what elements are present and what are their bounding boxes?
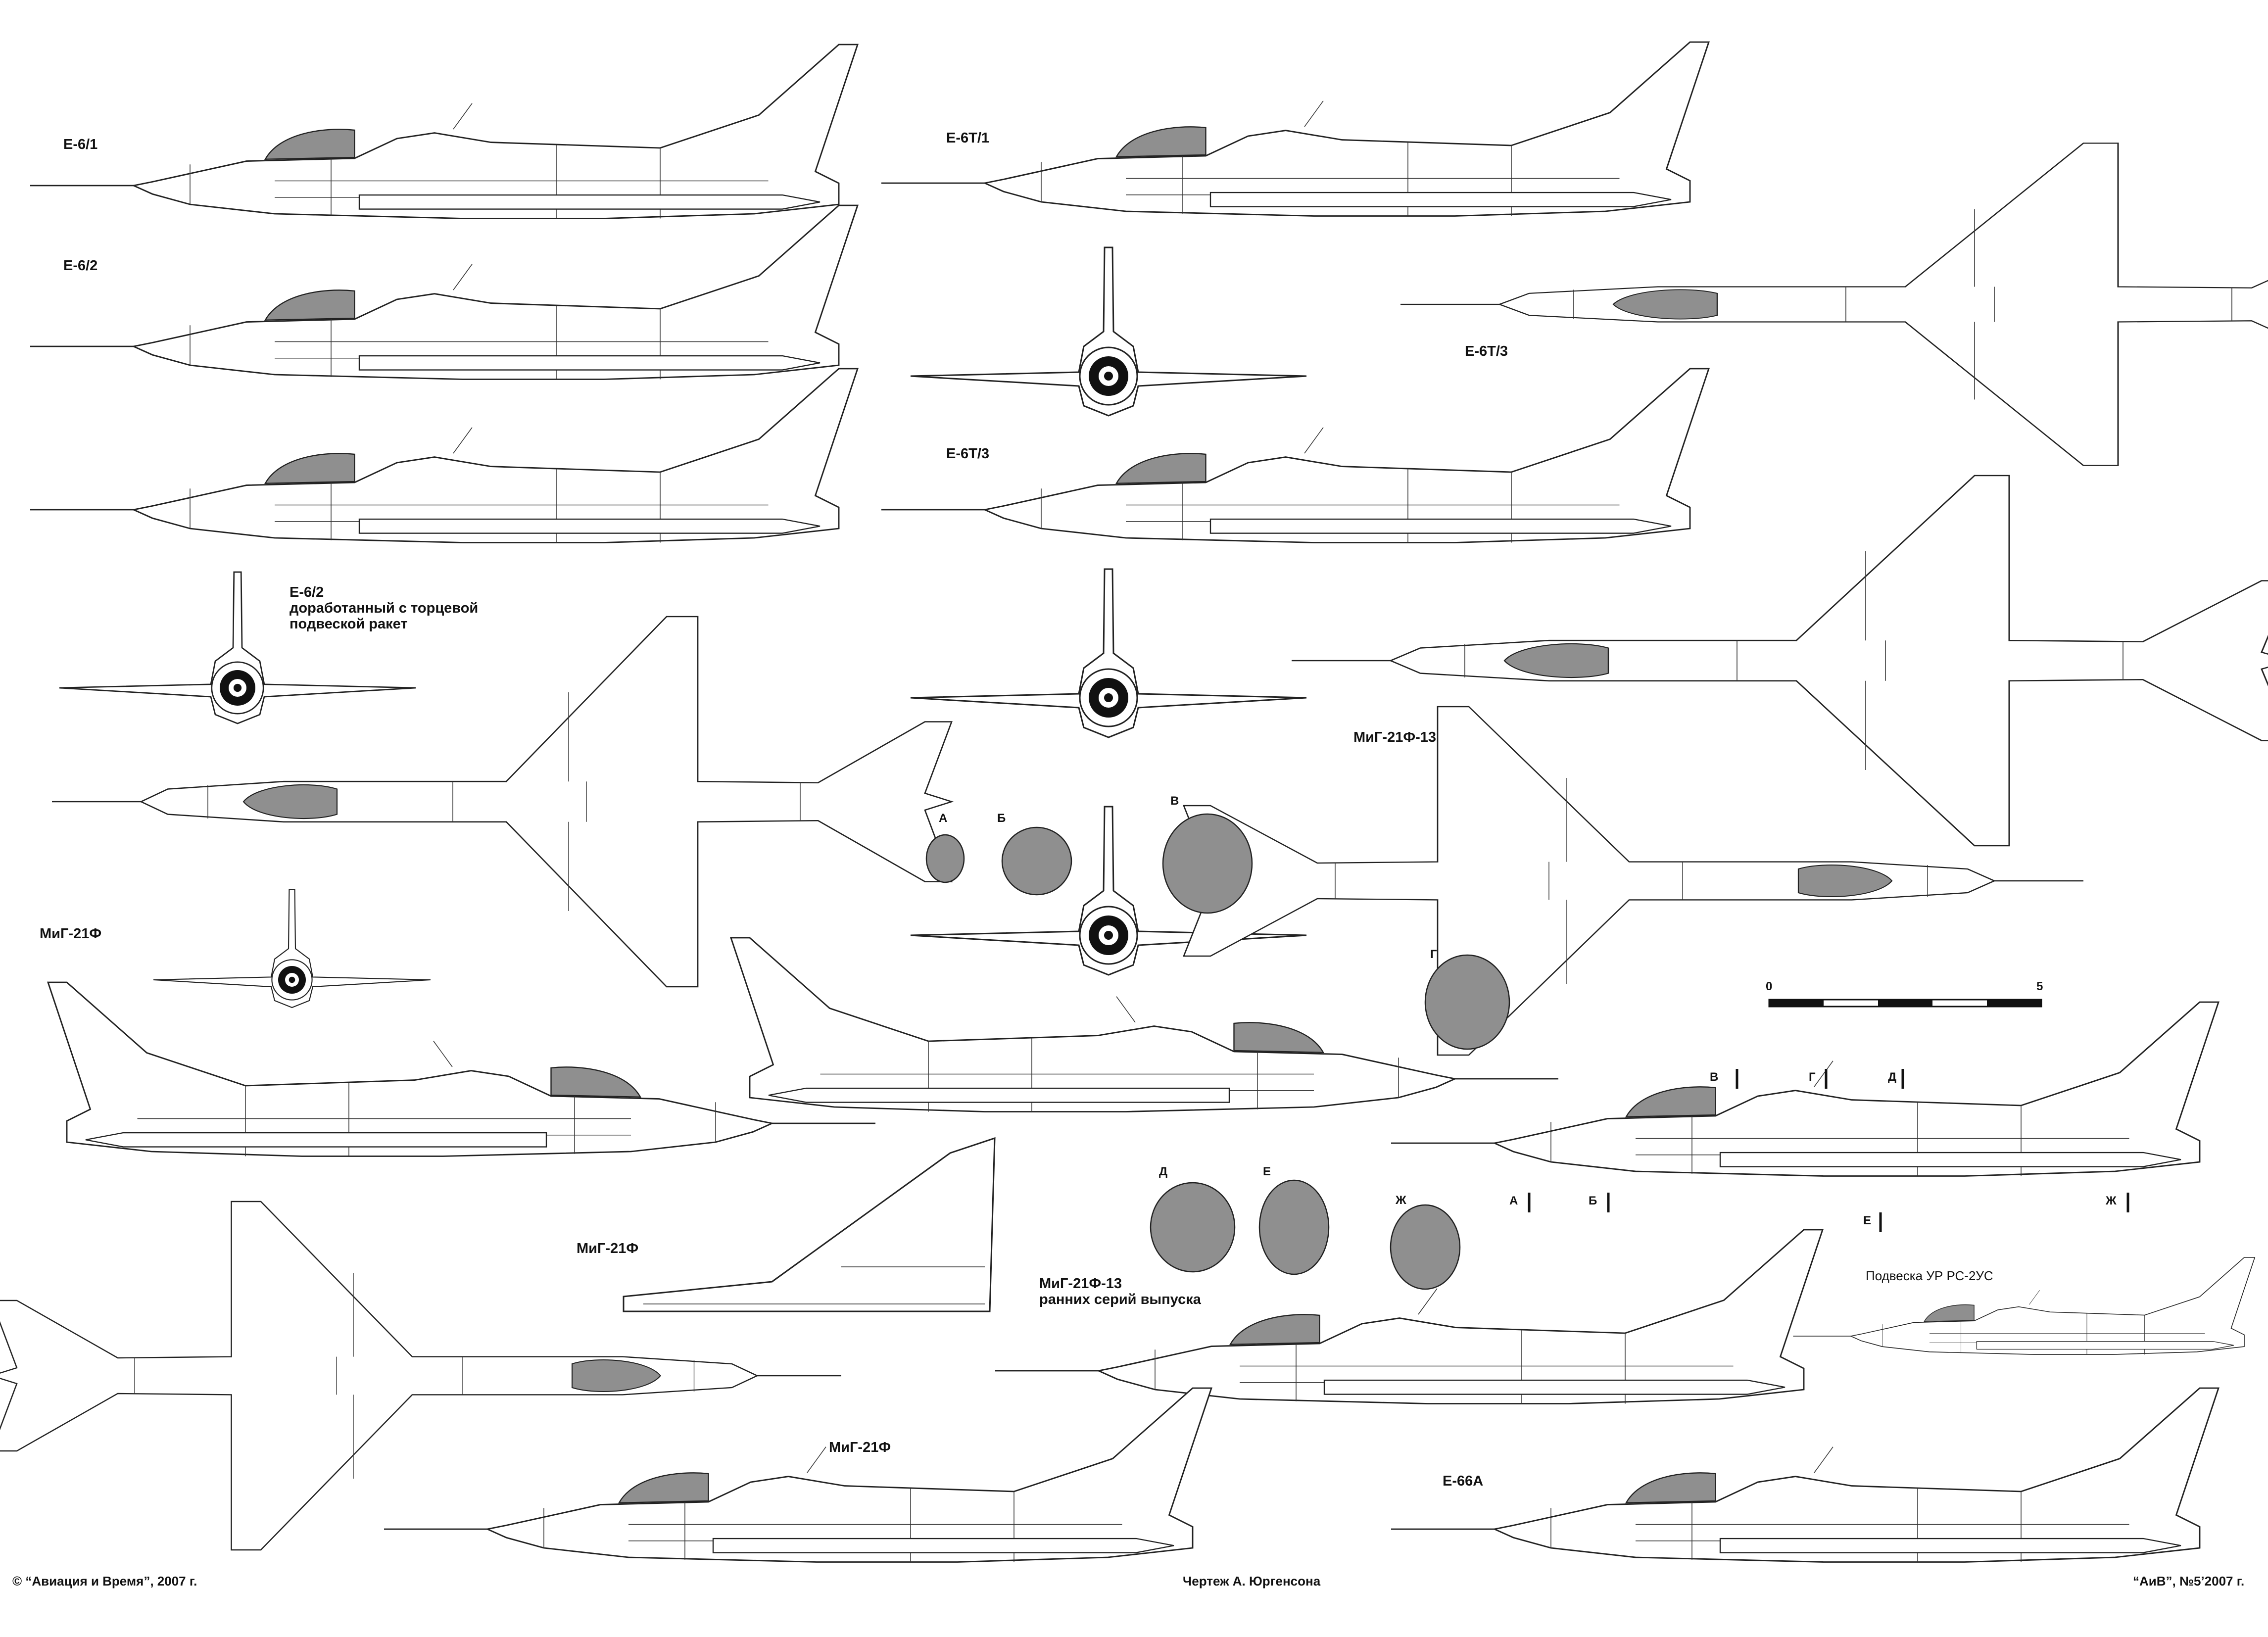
section-letter-b: Б — [997, 812, 1006, 825]
mig21f-side-view-gear — [47, 981, 876, 1157]
scale-bar — [1768, 999, 2042, 1008]
cross-section-d — [1150, 1182, 1236, 1273]
mig21f-front-view — [152, 889, 432, 1009]
section-markers — [1528, 1069, 2129, 1232]
label-e6t-3-side: Е-6Т/3 — [946, 446, 990, 462]
e6t-3-side-view — [880, 368, 1710, 543]
section-marker-b: Б — [1589, 1194, 1597, 1207]
cross-section-zh — [1390, 1204, 1461, 1290]
e6t-front-view-2 — [910, 568, 1307, 738]
label-rs2us: Подвеска УР РС-2УС — [1866, 1268, 1993, 1283]
section-letter-g: Г — [1430, 948, 1437, 961]
e66a-side-view — [1390, 1387, 2220, 1563]
label-mig21f-front: МиГ-21Ф — [40, 926, 102, 942]
cross-section-e — [1258, 1179, 1330, 1275]
cross-section-g — [1424, 954, 1510, 1050]
section-marker-v: В — [1710, 1070, 1719, 1084]
label-e6-2: Е-6/2 — [63, 258, 98, 274]
section-letter-zh: Ж — [1396, 1194, 1406, 1207]
e6-2-side-view — [29, 204, 859, 380]
section-letter-a: А — [939, 812, 948, 825]
scale-end: 5 — [2036, 980, 2043, 993]
cross-section-a — [925, 834, 965, 883]
label-mig21f13: МиГ-21Ф-13 — [1353, 729, 1437, 745]
label-mig21f-bottom: МиГ-21Ф — [829, 1440, 891, 1455]
e6-side-view-3 — [29, 368, 859, 543]
cross-section-b — [1001, 826, 1072, 896]
footer-author: Чертеж А. Юргенсона — [1183, 1574, 1321, 1589]
label-e6-2-modified-1: Е-6/2 — [290, 584, 324, 600]
section-marker-a: А — [1509, 1194, 1518, 1207]
section-marker-e: Е — [1863, 1214, 1872, 1227]
mig21f13-side-view-sections — [1390, 1001, 2220, 1177]
e6-2-plan-view — [51, 616, 953, 988]
mig21f-side-view-bottom — [383, 1387, 1212, 1563]
scale-start: 0 — [1766, 980, 1773, 993]
mig21f-partial-view — [623, 1137, 996, 1312]
section-marker-g: Г — [1809, 1070, 1816, 1084]
e6t-1-side-view — [880, 41, 1710, 217]
cross-section-v — [1162, 813, 1253, 914]
label-mig21f13-early-1: МиГ-21Ф-13 — [1039, 1276, 1122, 1292]
label-e6-2-modified-2: доработанный с торцевой — [290, 600, 479, 616]
footer-copyright: © “Авиация и Время”, 2007 г. — [12, 1574, 197, 1589]
label-e6-1: Е-6/1 — [63, 137, 98, 152]
section-letter-v: В — [1170, 794, 1179, 808]
section-letter-d: Д — [1159, 1165, 1168, 1178]
label-mig21f13-early-2: ранних серий выпуска — [1039, 1292, 1201, 1307]
section-letter-e: Е — [1263, 1165, 1271, 1178]
rs2us-side-view — [1792, 1257, 2255, 1355]
label-e66a: Е-66А — [1443, 1473, 1484, 1489]
label-e6-2-modified-3: подвеской ракет — [290, 616, 408, 632]
mig21f-plan-view — [0, 1201, 842, 1551]
e6-2-front-view — [58, 571, 417, 724]
label-mig21f-plan: МиГ-21Ф — [577, 1241, 639, 1256]
label-e6t-3-plan: Е-6Т/3 — [1465, 343, 1508, 359]
e6t-front-view-1 — [910, 246, 1307, 417]
footer-issue: “АиВ”, №5’2007 г. — [2133, 1574, 2245, 1589]
section-marker-zh: Ж — [2106, 1194, 2117, 1207]
section-marker-d: Д — [1888, 1070, 1897, 1084]
e6-1-side-view — [29, 44, 859, 219]
label-e6t-1: Е-6Т/1 — [946, 130, 990, 146]
